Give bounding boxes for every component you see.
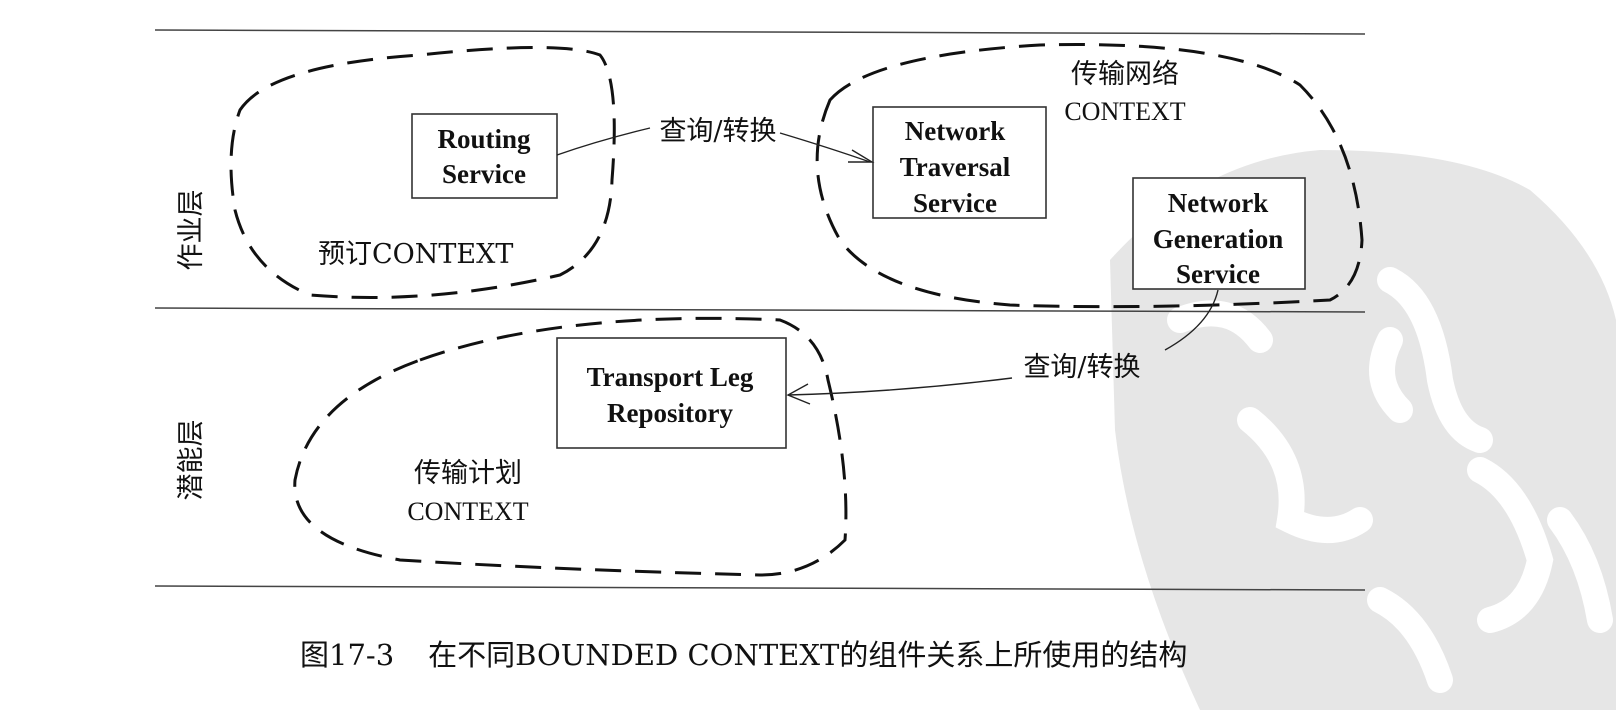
network-traversal-service-line2: Traversal: [900, 152, 1011, 182]
figure-caption: 图17-3 在不同BOUNDED CONTEXT的组件关系上所使用的结构: [300, 632, 1187, 674]
layer-line-bottom: [154, 585, 1366, 591]
relation-query-transform-2: 查询/转换: [786, 289, 1219, 405]
transport-planning-context-label-line2: CONTEXT: [407, 497, 528, 526]
transport-leg-repository-line1: Transport Leg: [587, 362, 754, 392]
relation-1-arrowhead: [848, 149, 875, 163]
routing-service-rect: [411, 113, 558, 199]
watermark-shape: [1110, 150, 1616, 710]
figure-number: 图17-3: [300, 638, 395, 672]
relation-1-line-b: [779, 132, 871, 163]
transport-leg-repository-box: Transport Leg Repository: [556, 337, 787, 449]
relation-2-label: 查询/转换: [1023, 352, 1140, 383]
network-generation-service-line1: Network: [1168, 188, 1268, 218]
watermark-strokes: [1167, 267, 1613, 693]
network-traversal-service-rect: [872, 106, 1047, 219]
network-generation-service-line3: Service: [1176, 259, 1260, 289]
routing-service-line2: Service: [442, 159, 526, 189]
transport-planning-context-label-line1: 传输计划: [414, 458, 522, 489]
layer-label-operations: 作业层: [176, 190, 207, 271]
transport-leg-repository-rect: [556, 337, 787, 449]
booking-context-label: 预订CONTEXT: [318, 239, 513, 270]
network-generation-service-rect: [1132, 177, 1306, 290]
routing-service-line1: Routing: [437, 124, 531, 154]
watermark: [1110, 150, 1616, 710]
relation-1-line-a: [556, 127, 651, 156]
relation-1-label: 查询/转换: [659, 116, 776, 147]
relation-query-transform-1: 查询/转换: [556, 116, 875, 163]
layer-label-potential: 潜能层: [176, 420, 207, 501]
network-traversal-service-line1: Network: [905, 116, 1005, 146]
layer-line-middle: [154, 307, 1366, 313]
network-generation-service-line2: Generation: [1153, 224, 1283, 254]
figure-caption-text: 在不同BOUNDED CONTEXT的组件关系上所使用的结构: [428, 638, 1188, 672]
transport-leg-repository-line2: Repository: [607, 398, 733, 428]
network-traversal-service-line3: Service: [913, 188, 997, 218]
routing-service-box: Routing Service: [411, 113, 558, 199]
transport-network-context-label-line1: 传输网络: [1071, 59, 1179, 90]
relation-2-arrowhead: [786, 383, 811, 405]
transport-network-context-boundary: [815, 43, 1364, 309]
relation-2-line-a: [1164, 289, 1219, 351]
network-traversal-service-box: Network Traversal Service: [872, 106, 1047, 219]
relation-2-line-b: [787, 377, 1013, 396]
transport-network-context-label-line2: CONTEXT: [1064, 97, 1185, 126]
network-generation-service-box: Network Generation Service: [1132, 177, 1306, 290]
layer-line-top: [154, 29, 1366, 35]
